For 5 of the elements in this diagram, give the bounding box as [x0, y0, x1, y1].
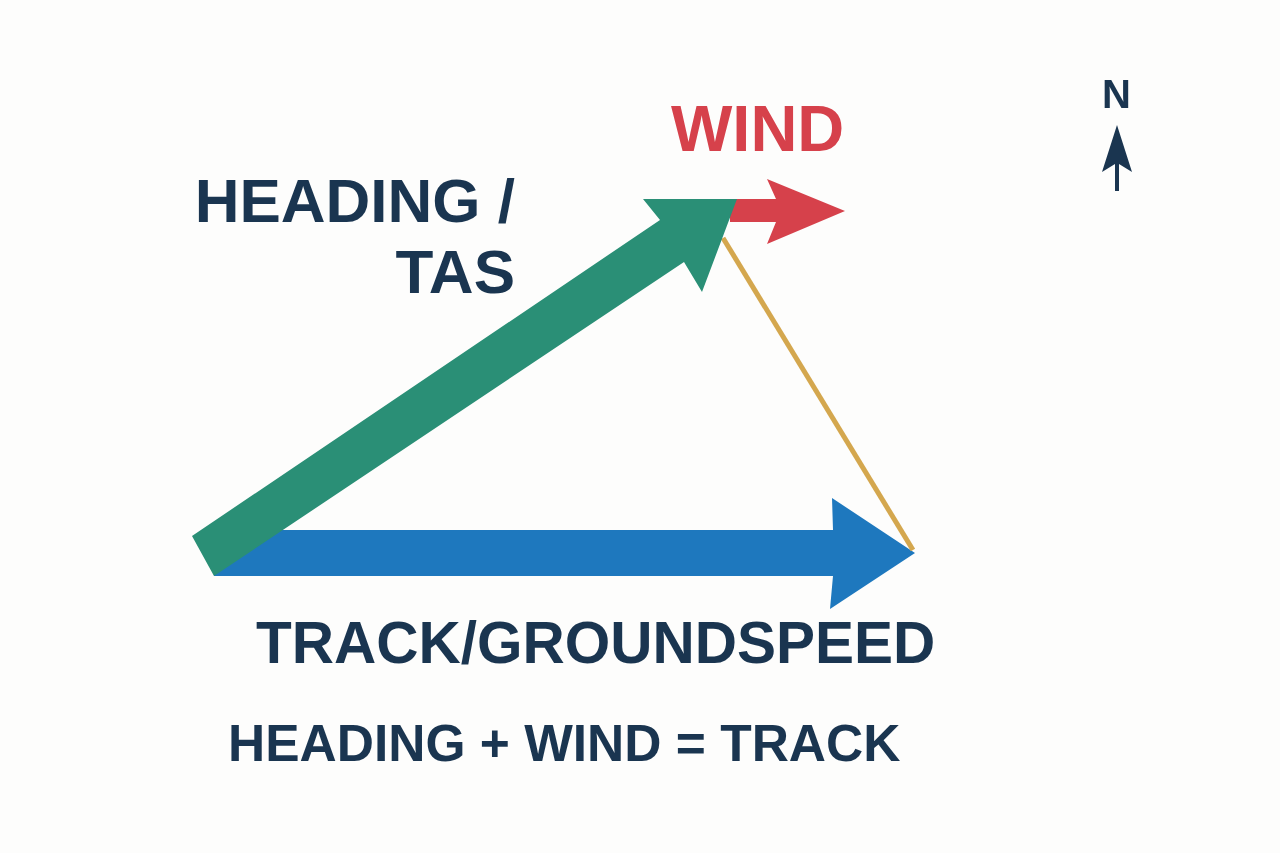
heading-tas-label: HEADING / TAS: [193, 165, 515, 307]
wind-label: WIND: [671, 96, 845, 161]
north-label: N: [1102, 74, 1131, 114]
track-groundspeed-label: TRACK/GROUNDSPEED: [256, 614, 936, 673]
equation-text: HEADING + WIND = TRACK: [228, 718, 901, 770]
